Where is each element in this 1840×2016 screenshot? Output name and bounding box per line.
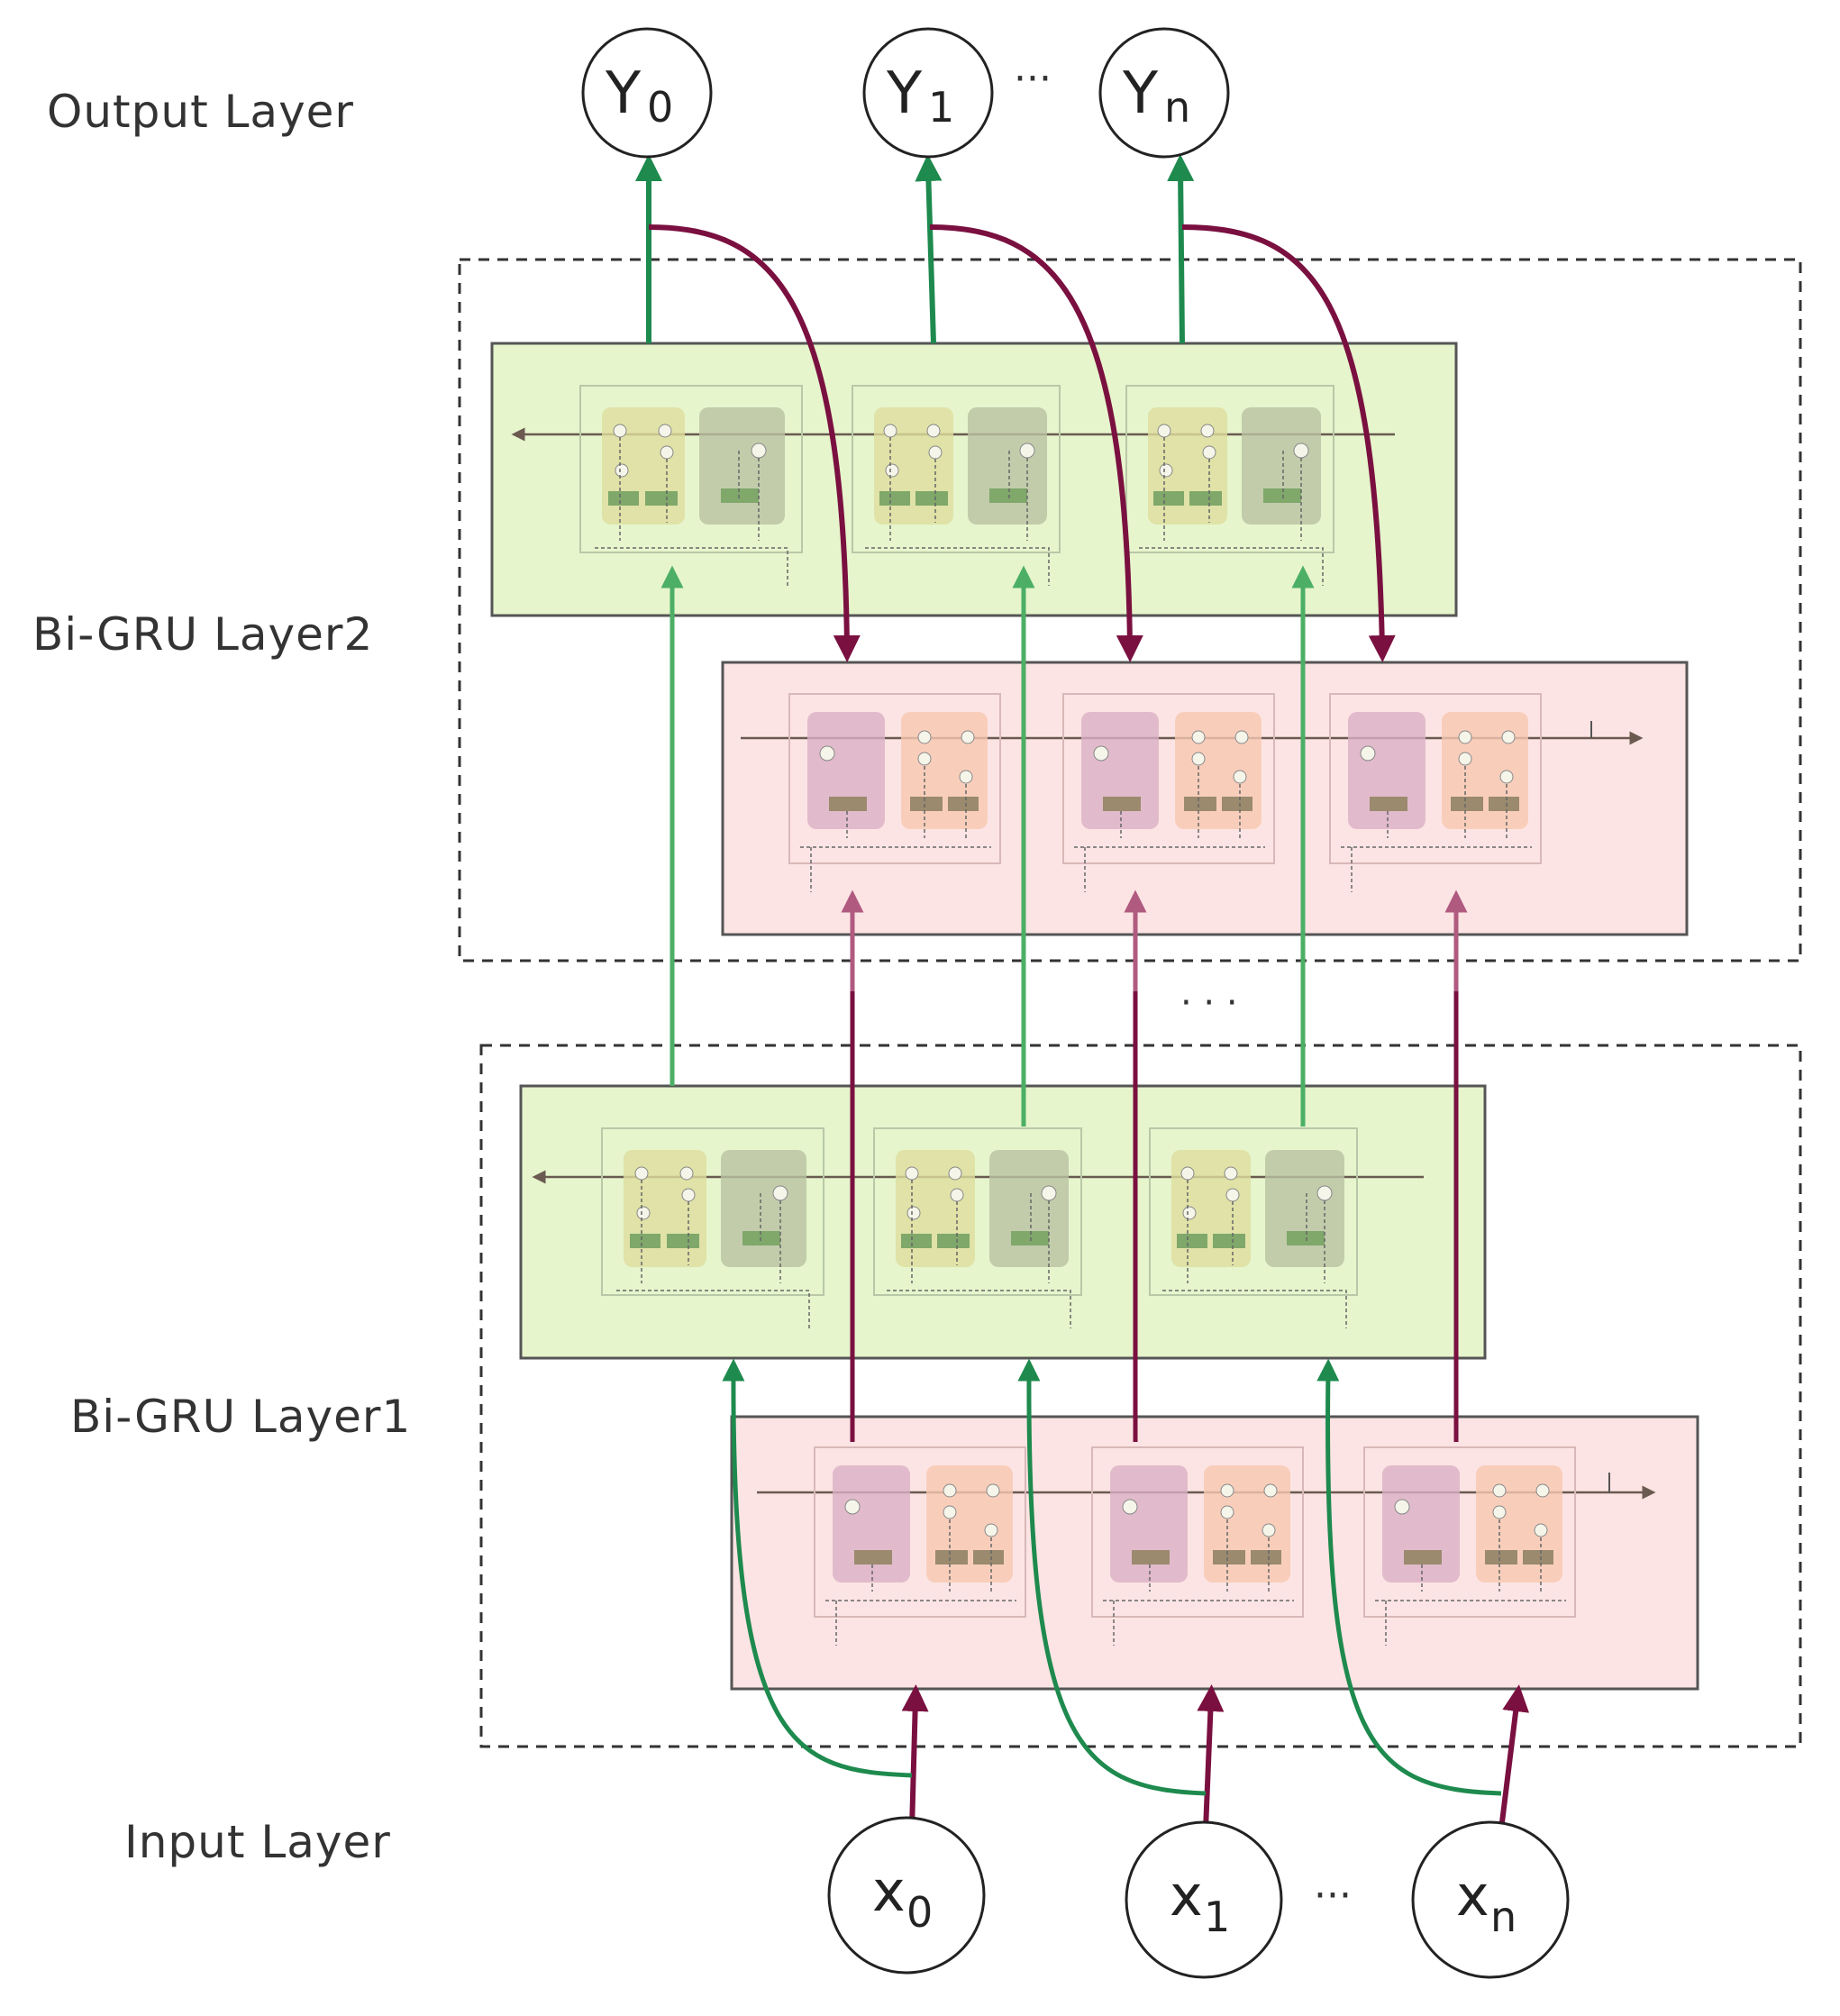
node-base: Y: [605, 60, 642, 127]
output-node: Y 0: [581, 27, 713, 159]
layer1-to-layer2-backward-arrows: [660, 565, 1315, 1127]
gru-cell: [788, 693, 1001, 892]
node-base: x: [1170, 1863, 1203, 1929]
output-nodes: Y 0 Y 1 Y n ···: [581, 27, 1230, 159]
gru-cell: [1091, 1446, 1304, 1646]
node-sub: 1: [1204, 1893, 1230, 1941]
node-sub: 1: [928, 83, 954, 132]
input-ellipsis: ···: [1314, 1873, 1352, 1919]
layer2-backward-cells: [511, 385, 1395, 586]
gru-cell: [1329, 693, 1542, 892]
bigru-layer2-label: Bi-GRU Layer2: [32, 608, 374, 661]
node-base: Y: [886, 60, 923, 127]
layer1-to-layer2-forward-arrows: [841, 889, 1468, 1442]
gru-cell: [601, 1127, 824, 1328]
layer2-forward-cells: [741, 693, 1644, 892]
node-base: Y: [1122, 60, 1159, 127]
gru-cell: [1062, 693, 1275, 892]
gru-cell: [814, 1446, 1026, 1646]
input-layer-label: Input Layer: [124, 1816, 391, 1868]
gru-cell: [579, 385, 803, 586]
input-node: x 1: [1125, 1820, 1283, 1979]
node-base: x: [1456, 1863, 1489, 1929]
gru-cell: [852, 385, 1061, 586]
output-node: Y 1: [862, 27, 994, 159]
gru-cell: [1125, 385, 1334, 586]
node-sub: n: [1490, 1893, 1517, 1941]
input-node: x n: [1411, 1820, 1570, 1979]
gru-cell: [1149, 1127, 1358, 1328]
gru-cell: [1363, 1446, 1576, 1646]
gru-cell: [873, 1127, 1082, 1328]
layer1-backward-cells: [532, 1127, 1424, 1328]
node-sub: 0: [647, 83, 673, 132]
input-node: x 0: [827, 1816, 986, 1975]
layer-ellipsis: · · ·: [1180, 982, 1238, 1024]
node-sub: 0: [906, 1888, 933, 1937]
layer2-group-border: [458, 258, 1802, 962]
output-layer-label: Output Layer: [47, 86, 354, 138]
input-nodes: x 0 x 1 x n ···: [827, 1816, 1570, 1979]
input-arrows: [722, 1358, 1530, 1830]
layer1-forward-cells: [757, 1446, 1656, 1646]
output-node: Y n: [1098, 27, 1230, 159]
node-base: x: [872, 1858, 906, 1924]
output-arrows: [635, 154, 1195, 344]
forward-output-curves: [648, 224, 1396, 662]
output-ellipsis: ···: [1014, 56, 1052, 102]
layer1-group-border: [479, 1044, 1802, 1748]
node-sub: n: [1164, 83, 1190, 132]
bigru-layer1-label: Bi-GRU Layer1: [70, 1391, 412, 1443]
